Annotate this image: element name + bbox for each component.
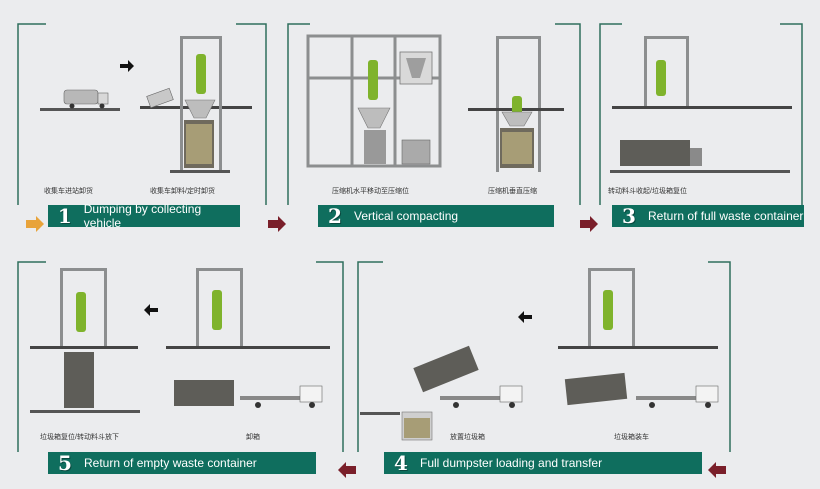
- caption-4a: 放置垃圾箱: [450, 434, 485, 441]
- caption-1a: 收集车进站卸货: [44, 188, 93, 195]
- step-title-5: Return of empty waste container: [84, 456, 257, 470]
- caption-5b: 卸箱: [246, 434, 260, 441]
- step-number-5: 5: [58, 451, 72, 475]
- caption-2b: 压缩机垂直压缩: [488, 188, 537, 195]
- caption-4b: 垃圾箱装车: [614, 434, 649, 441]
- step-title-2: Vertical compacting: [354, 209, 459, 223]
- scene-2a-equipment: [357, 51, 433, 165]
- caption-1b: 收集车卸料/定时卸货: [150, 188, 215, 195]
- panel-frame-4: [357, 261, 731, 452]
- step-number-1: 1: [57, 204, 72, 228]
- direction-arrow-right: [120, 60, 134, 72]
- scene-5a-return-empty: [30, 268, 140, 413]
- caption-2a: 压缩机水平移动至压缩位: [332, 188, 409, 195]
- step-label-3: 3 Return of full waste container: [612, 204, 804, 228]
- direction-arrow-left-5: [144, 304, 158, 316]
- step-number-4: 4: [394, 451, 408, 475]
- flow-arrow-3-4: [708, 462, 726, 478]
- step-label-1: 1 Dumping by collecting vehicle: [48, 202, 240, 230]
- scene-1b-dumping: [140, 36, 252, 173]
- scene-5b-unload: [166, 268, 330, 408]
- scene-1a-truck-arriving: [40, 89, 120, 111]
- flow-arrow-2-3: [580, 216, 598, 232]
- step-label-5: 5 Return of empty waste container: [48, 451, 316, 475]
- panel-frame-5: [17, 261, 344, 452]
- panel-frame-3: [599, 23, 803, 205]
- caption-3: 转动料斗收起/垃圾箱复位: [608, 188, 687, 195]
- direction-arrow-left-4: [518, 311, 532, 323]
- flow-arrow-4-5: [338, 462, 356, 478]
- step-title-1: Dumping by collecting vehicle: [83, 202, 202, 230]
- step-number-2: 2: [328, 204, 342, 228]
- scene-4a-tipping: [360, 345, 523, 441]
- step-label-4: 4 Full dumpster loading and transfer: [384, 451, 702, 475]
- start-arrow-orange: [26, 216, 44, 232]
- panel-frame-2: [287, 23, 581, 205]
- step-label-2: 2 Vertical compacting: [318, 204, 554, 228]
- scene-2b-vertical-compact: [468, 36, 564, 172]
- flow-arrow-1-2: [268, 216, 286, 232]
- panel-frame-1: [17, 23, 267, 205]
- step-title-4: Full dumpster loading and transfer: [420, 456, 603, 470]
- scene-4b-loading: [558, 268, 719, 408]
- step-number-3: 3: [622, 204, 636, 228]
- step-title-3: Return of full waste container: [648, 209, 804, 223]
- caption-5a: 垃圾箱复位/转动料斗放下: [40, 434, 119, 441]
- scene-3-return-full: [610, 36, 792, 173]
